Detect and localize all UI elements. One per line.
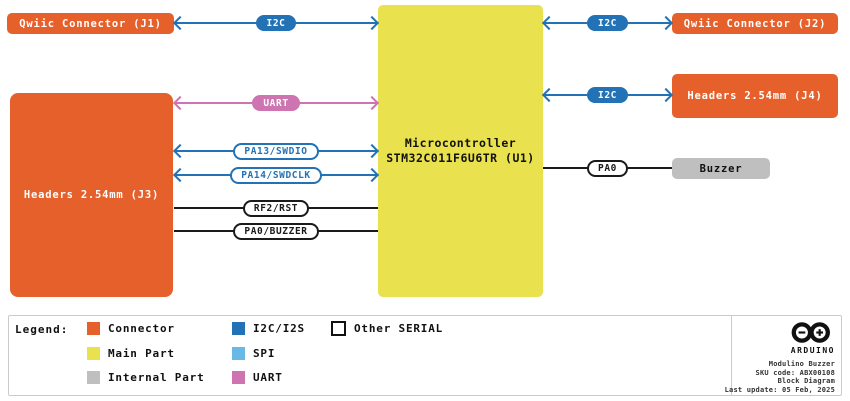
connection-i2c-j2: I2C [541, 13, 674, 33]
legend-label: Connector [108, 321, 175, 335]
main-part-color-swatch [87, 346, 100, 360]
connection-pa0: PA0 [543, 158, 672, 178]
other-serial-color-swatch [331, 320, 346, 336]
pill-text: UART [263, 97, 289, 109]
pill-text: I2C [598, 89, 617, 101]
block-label: Headers 2.54mm (J3) [23, 189, 160, 201]
pill-text: I2C [598, 17, 617, 29]
arrowhead-right-icon [658, 15, 674, 31]
legend-item-other-serial: Other SERIAL [331, 320, 444, 336]
block-label: Qwiic Connector (J1) [19, 17, 162, 30]
arrowhead-left-icon [172, 143, 188, 159]
connection-uart: UART [172, 93, 380, 113]
legend-label: UART [253, 370, 283, 384]
i2c-label-pill: I2C [587, 87, 628, 103]
legend-label: Main Part [108, 346, 175, 360]
pin-label-pill: PA0/BUZZER [233, 222, 319, 240]
microcontroller-title: Microcontroller [404, 136, 517, 150]
internal-part-color-swatch [87, 370, 100, 384]
legend-item-main-part: Main Part [87, 346, 175, 360]
connection-pa13-swdio: PA13/SWDIO [172, 141, 380, 161]
pill-text: PA13/SWDIO [244, 145, 308, 157]
arrowhead-left-icon [541, 15, 557, 31]
legend-title: Legend: [15, 323, 69, 336]
connector-color-swatch [87, 321, 100, 335]
legend: Legend: Connector Main Part Internal Par… [8, 315, 842, 396]
arrowhead-right-icon [364, 15, 380, 31]
legend-label: Internal Part [108, 370, 205, 384]
block-label: Qwiic Connector (J2) [683, 17, 827, 30]
arrowhead-right-icon [364, 167, 380, 183]
block-qwiic-connector-j2: Qwiic Connector (J2) [672, 13, 838, 34]
i2c-color-swatch [232, 321, 245, 335]
arrowhead-left-icon [172, 167, 188, 183]
legend-item-spi: SPI [232, 346, 275, 360]
i2c-label-pill: I2C [587, 15, 628, 31]
connection-rf2-rst: RF2/RST [174, 198, 378, 218]
block-headers-j4: Headers 2.54mm (J4) [672, 74, 838, 118]
arrowhead-right-icon [364, 95, 380, 111]
block-label: Headers 2.54mm (J4) [687, 90, 823, 102]
block-qwiic-connector-j1: Qwiic Connector (J1) [7, 13, 174, 34]
block-label: Buzzer [699, 162, 743, 175]
pin-label-pill: PA0 [587, 159, 628, 177]
arduino-logo-icon [791, 322, 830, 343]
block-headers-j3: Headers 2.54mm (J3) [10, 93, 173, 297]
microcontroller-part-number: STM32C011F6U6TR (U1) [386, 151, 535, 165]
legend-item-connector: Connector [87, 321, 175, 335]
pill-text: PA0/BUZZER [244, 225, 308, 237]
info-panel: ARDUINO Modulino Buzzer SKU code: ABX001… [725, 316, 842, 395]
info-doc-type: Block Diagram [777, 377, 835, 385]
pin-label-pill: RF2/RST [242, 199, 310, 217]
pill-text: I2C [266, 17, 286, 29]
legend-item-uart: UART [232, 370, 283, 384]
connection-i2c-j1: I2C [172, 13, 380, 33]
arrowhead-right-icon [658, 87, 674, 103]
legend-label: I2C/I2S [253, 321, 305, 335]
pill-text: PA0 [598, 162, 617, 174]
legend-item-i2c-i2s: I2C/I2S [232, 321, 305, 335]
arrowhead-right-icon [364, 143, 380, 159]
pin-label-pill: PA13/SWDIO [233, 142, 319, 160]
block-buzzer: Buzzer [672, 158, 770, 179]
brand-name: ARDUINO [790, 346, 835, 355]
uart-color-swatch [232, 370, 245, 384]
legend-item-internal-part: Internal Part [87, 370, 205, 384]
pill-text: RF2/RST [253, 202, 299, 214]
connection-i2c-j4: I2C [541, 85, 674, 105]
connection-pa14-swdclk: PA14/SWDCLK [172, 165, 380, 185]
info-sku-code: SKU code: ABX00108 [755, 368, 835, 377]
arrowhead-left-icon [172, 95, 188, 111]
pill-text: PA14/SWDCLK [241, 169, 311, 181]
block-microcontroller-u1: Microcontroller STM32C011F6U6TR (U1) [378, 5, 543, 297]
info-last-update: Last update: 05 Feb, 2025 [724, 385, 835, 394]
legend-label: SPI [253, 346, 276, 360]
pin-label-pill: PA14/SWDCLK [230, 166, 322, 184]
i2c-label-pill: I2C [255, 15, 297, 31]
info-product-name: Modulino Buzzer [768, 360, 835, 368]
arrowhead-left-icon [541, 87, 557, 103]
legend-label: Other SERIAL [354, 321, 444, 335]
connection-pa0-buzzer: PA0/BUZZER [174, 221, 378, 241]
spi-color-swatch [232, 346, 245, 360]
uart-label-pill: UART [252, 95, 300, 111]
arrowhead-left-icon [172, 15, 188, 31]
